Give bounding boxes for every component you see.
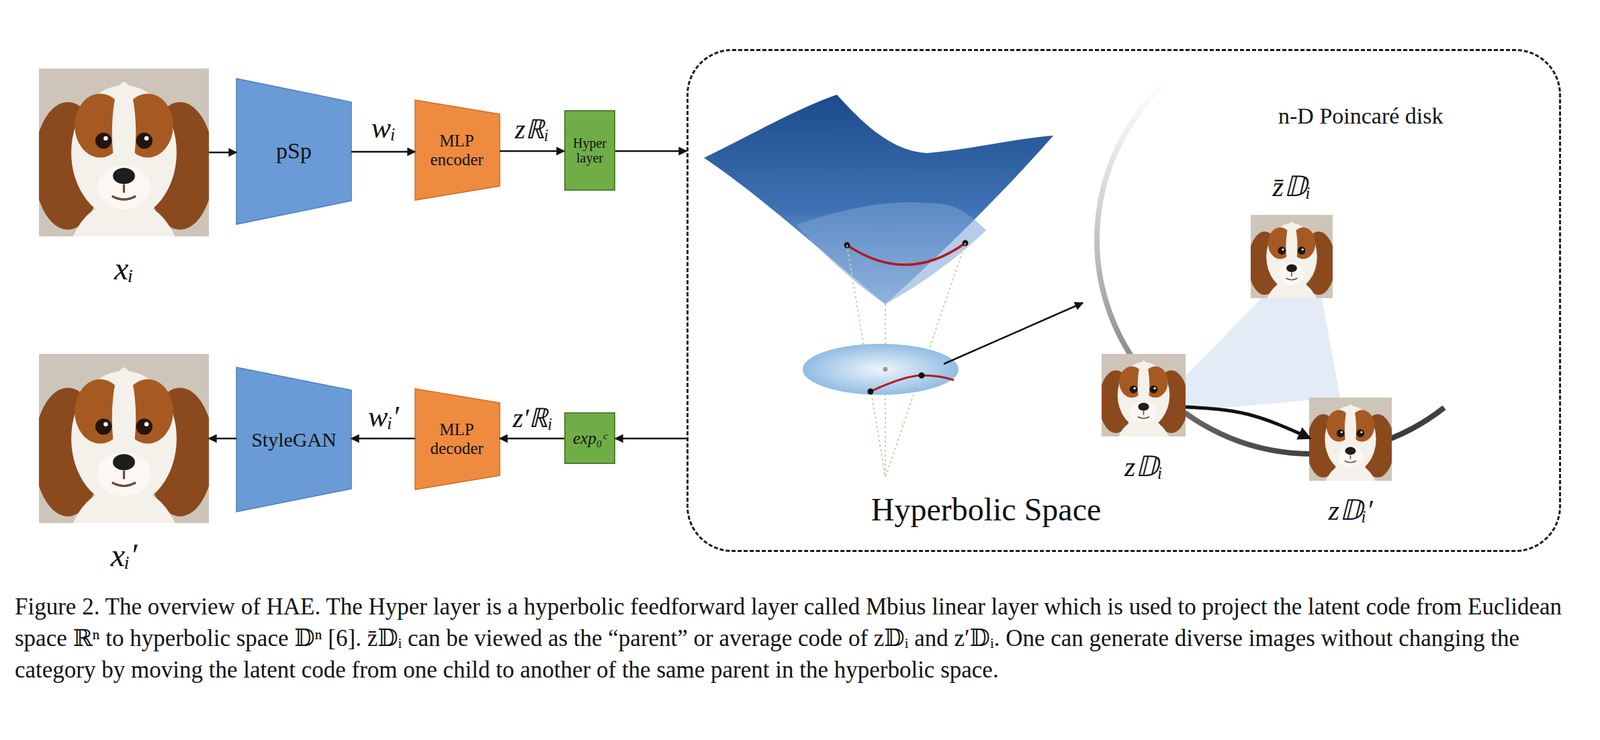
hyperbolic-space-panel: n-D Poincaré diskHyperbolic Space z̄𝔻ᵢ z𝔻ᵢ…	[686, 49, 1562, 553]
latent-image: z𝔻ᵢ′	[1309, 397, 1392, 481]
disk-center	[883, 367, 888, 373]
arrow-connector	[1185, 407, 1310, 438]
arrow-connector	[615, 437, 687, 440]
edge-label: z′ℝᵢ	[500, 396, 565, 437]
dog-photo	[38, 68, 209, 237]
arrow-connector	[351, 437, 416, 440]
latent-label: z𝔻ᵢ	[1081, 448, 1206, 487]
block-label: pSp	[236, 78, 352, 225]
block-label: Hyper layer	[564, 110, 616, 191]
mlp-block: MLP decoder	[415, 388, 500, 490]
arrow-connector	[208, 151, 237, 154]
hyperboloid-surface	[703, 94, 1054, 305]
arrow-connector	[615, 150, 687, 153]
edge-label: zℝᵢ	[500, 107, 564, 148]
dog-photo	[38, 353, 209, 524]
edge-label: wᵢ′	[352, 396, 415, 437]
edge-label: wᵢ	[352, 107, 415, 148]
block-label: MLP decoder	[420, 388, 494, 490]
arrow-connector	[499, 150, 565, 153]
output-image: xᵢ′	[38, 353, 209, 524]
surface-fold	[795, 202, 987, 305]
latent-image: z𝔻ᵢ	[1101, 353, 1186, 437]
disk-point	[918, 372, 925, 379]
parent-child-wedge	[1185, 298, 1341, 412]
block-label: exp₀ᶜ	[564, 412, 616, 465]
hyper-layer-box: Hyper layer	[564, 110, 616, 191]
dog-photo	[1309, 397, 1392, 481]
arrow-connector	[351, 151, 416, 154]
arrow-connector	[208, 437, 237, 440]
trapezoid-shape	[236, 78, 352, 225]
block-label: MLP encoder	[420, 100, 494, 201]
zoom-arrow	[943, 302, 1083, 365]
figure-caption: Figure 2. The overview of HAE. The Hyper…	[14, 591, 1590, 686]
dog-picture	[38, 68, 209, 237]
dog-picture	[1309, 397, 1392, 481]
trapezoid-shape	[415, 100, 500, 201]
trapezoid-shape	[415, 388, 500, 490]
dog-picture	[1250, 214, 1333, 299]
input-image: xᵢ	[38, 68, 209, 237]
encoder-block: pSp	[236, 78, 352, 225]
disk-geodesic	[870, 375, 954, 392]
dog-photo	[1101, 353, 1186, 437]
latent-label: z𝔻ᵢ′	[1289, 491, 1412, 531]
generator-block: StyleGAN	[236, 367, 352, 512]
geodesic-curve	[847, 243, 966, 265]
block-label: StyleGAN	[236, 367, 352, 512]
image-label: xᵢ′	[38, 535, 209, 576]
projection-disk	[802, 343, 959, 395]
panel-label: n-D Poincaré disk	[1278, 99, 1507, 133]
latent-label: z̄𝔻ᵢ	[1230, 167, 1353, 207]
arrow-connector	[499, 437, 565, 440]
dog-picture	[38, 353, 209, 524]
trapezoid-shape	[236, 367, 352, 512]
exp-map-box: exp₀ᶜ	[564, 412, 616, 465]
disk-point	[867, 388, 874, 395]
panel-title: Hyperbolic Space	[845, 489, 1128, 531]
latent-image: z̄𝔻ᵢ	[1250, 214, 1333, 299]
poincare-boundary	[1096, 83, 1445, 455]
image-label: xᵢ	[38, 248, 209, 289]
dog-picture	[1101, 353, 1186, 437]
mlp-block: MLP encoder	[415, 100, 500, 201]
dog-photo	[1250, 214, 1333, 299]
